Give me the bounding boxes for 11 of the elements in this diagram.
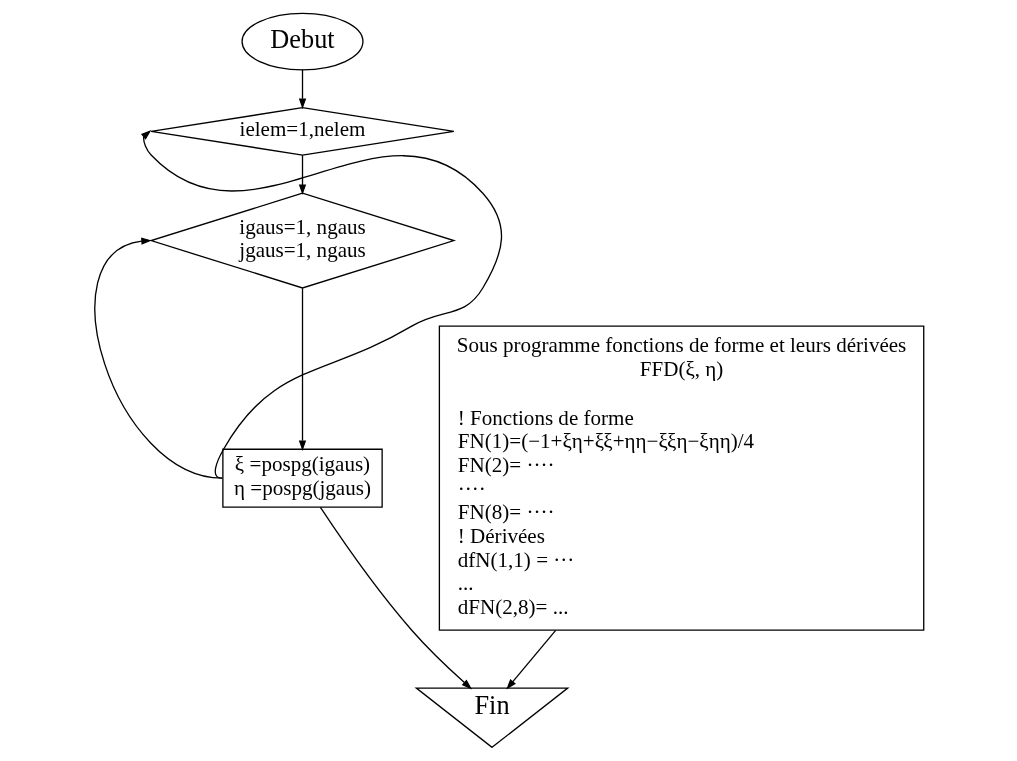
node-box: ξ =pospg(igaus) η =pospg(jgaus)	[221, 448, 383, 508]
node-diamond: ielem=1,nelem	[150, 107, 455, 156]
arrow	[319, 506, 472, 690]
arrow	[298, 154, 306, 195]
arrow	[298, 287, 306, 451]
node-box: Sous programme fonctions de forme et leurs dérivées FFD(ξ, η) ! Fonctions de forme FN(1)=(−1+ξη+ξξ+ηη−ξξη−ξηη)/4 FN(2)= ···· ···· FN(8)= ···· ! Dérivées dfN(1,1) = ··· ... dFN(2,8)= ...	[438, 325, 924, 631]
arrow	[505, 629, 556, 690]
node-ellipse: Debut	[240, 12, 364, 71]
arrow	[140, 130, 502, 479]
arrow	[298, 68, 306, 110]
arrow	[93, 237, 223, 479]
